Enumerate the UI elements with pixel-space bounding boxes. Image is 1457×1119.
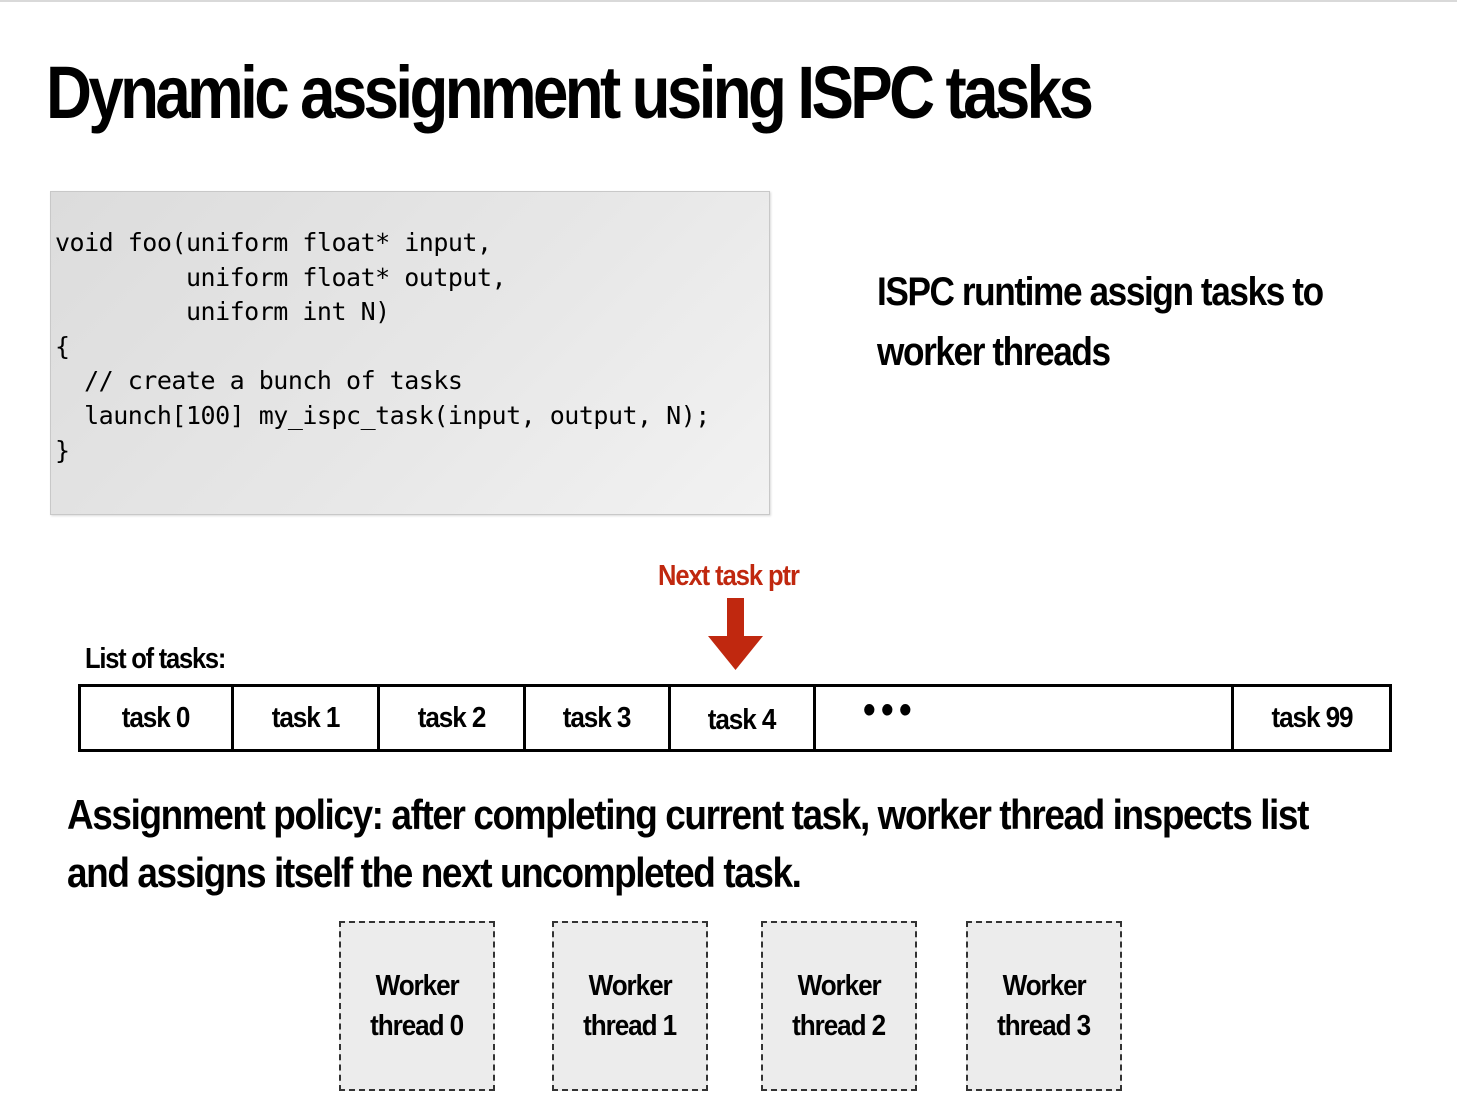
task-label: task 2 [417,701,487,734]
task-list-label: List of tasks: [85,643,226,675]
task-label: task 99 [1271,701,1353,734]
task-list: task 0 task 1 task 2 task 3 task 4 ••• t… [78,684,1392,752]
assignment-policy-text: Assignment policy: after completing curr… [67,791,1309,896]
task-cell: task 2 [380,687,526,749]
task-label: task 3 [563,701,632,734]
worker-label-line2: thread 2 [792,1010,887,1042]
worker-label-line1: Worker [588,970,673,1002]
slide-title: Dynamic assignment using ISPC tasks [46,51,1094,134]
worker-label-line1: Worker [375,970,460,1002]
next-task-pointer-label: Next task ptr [658,560,800,592]
task-label: task 0 [122,701,191,734]
worker-thread-box: Worker thread 2 [761,921,917,1091]
task-cell: task 99 [1234,687,1389,749]
task-cell: task 0 [81,687,234,749]
task-cell: task 3 [526,687,671,749]
worker-thread-box: Worker thread 0 [339,921,495,1091]
worker-thread-box: Worker thread 1 [552,921,708,1091]
task-cell-current: task 4 [671,687,816,749]
worker-label-line1: Worker [1002,970,1087,1002]
task-cell-ellipsis: ••• [816,687,1234,749]
worker-label-line1: Worker [797,970,882,1002]
top-divider [0,0,1457,2]
worker-label-line2: thread 3 [997,1010,1092,1042]
down-arrow-icon [708,598,763,670]
ellipsis: ••• [863,687,918,732]
task-label: task 4 [708,703,777,736]
worker-label-line2: thread 1 [583,1010,678,1042]
task-cell: task 1 [234,687,380,749]
worker-label-line2: thread 0 [370,1010,465,1042]
code-block: void foo(uniform float* input, uniform f… [50,191,770,515]
code-text: void foo(uniform float* input, uniform f… [55,228,710,465]
worker-thread-box: Worker thread 3 [966,921,1122,1091]
runtime-note: ISPC runtime assign tasks to worker thre… [877,270,1324,374]
task-label: task 1 [271,701,341,734]
